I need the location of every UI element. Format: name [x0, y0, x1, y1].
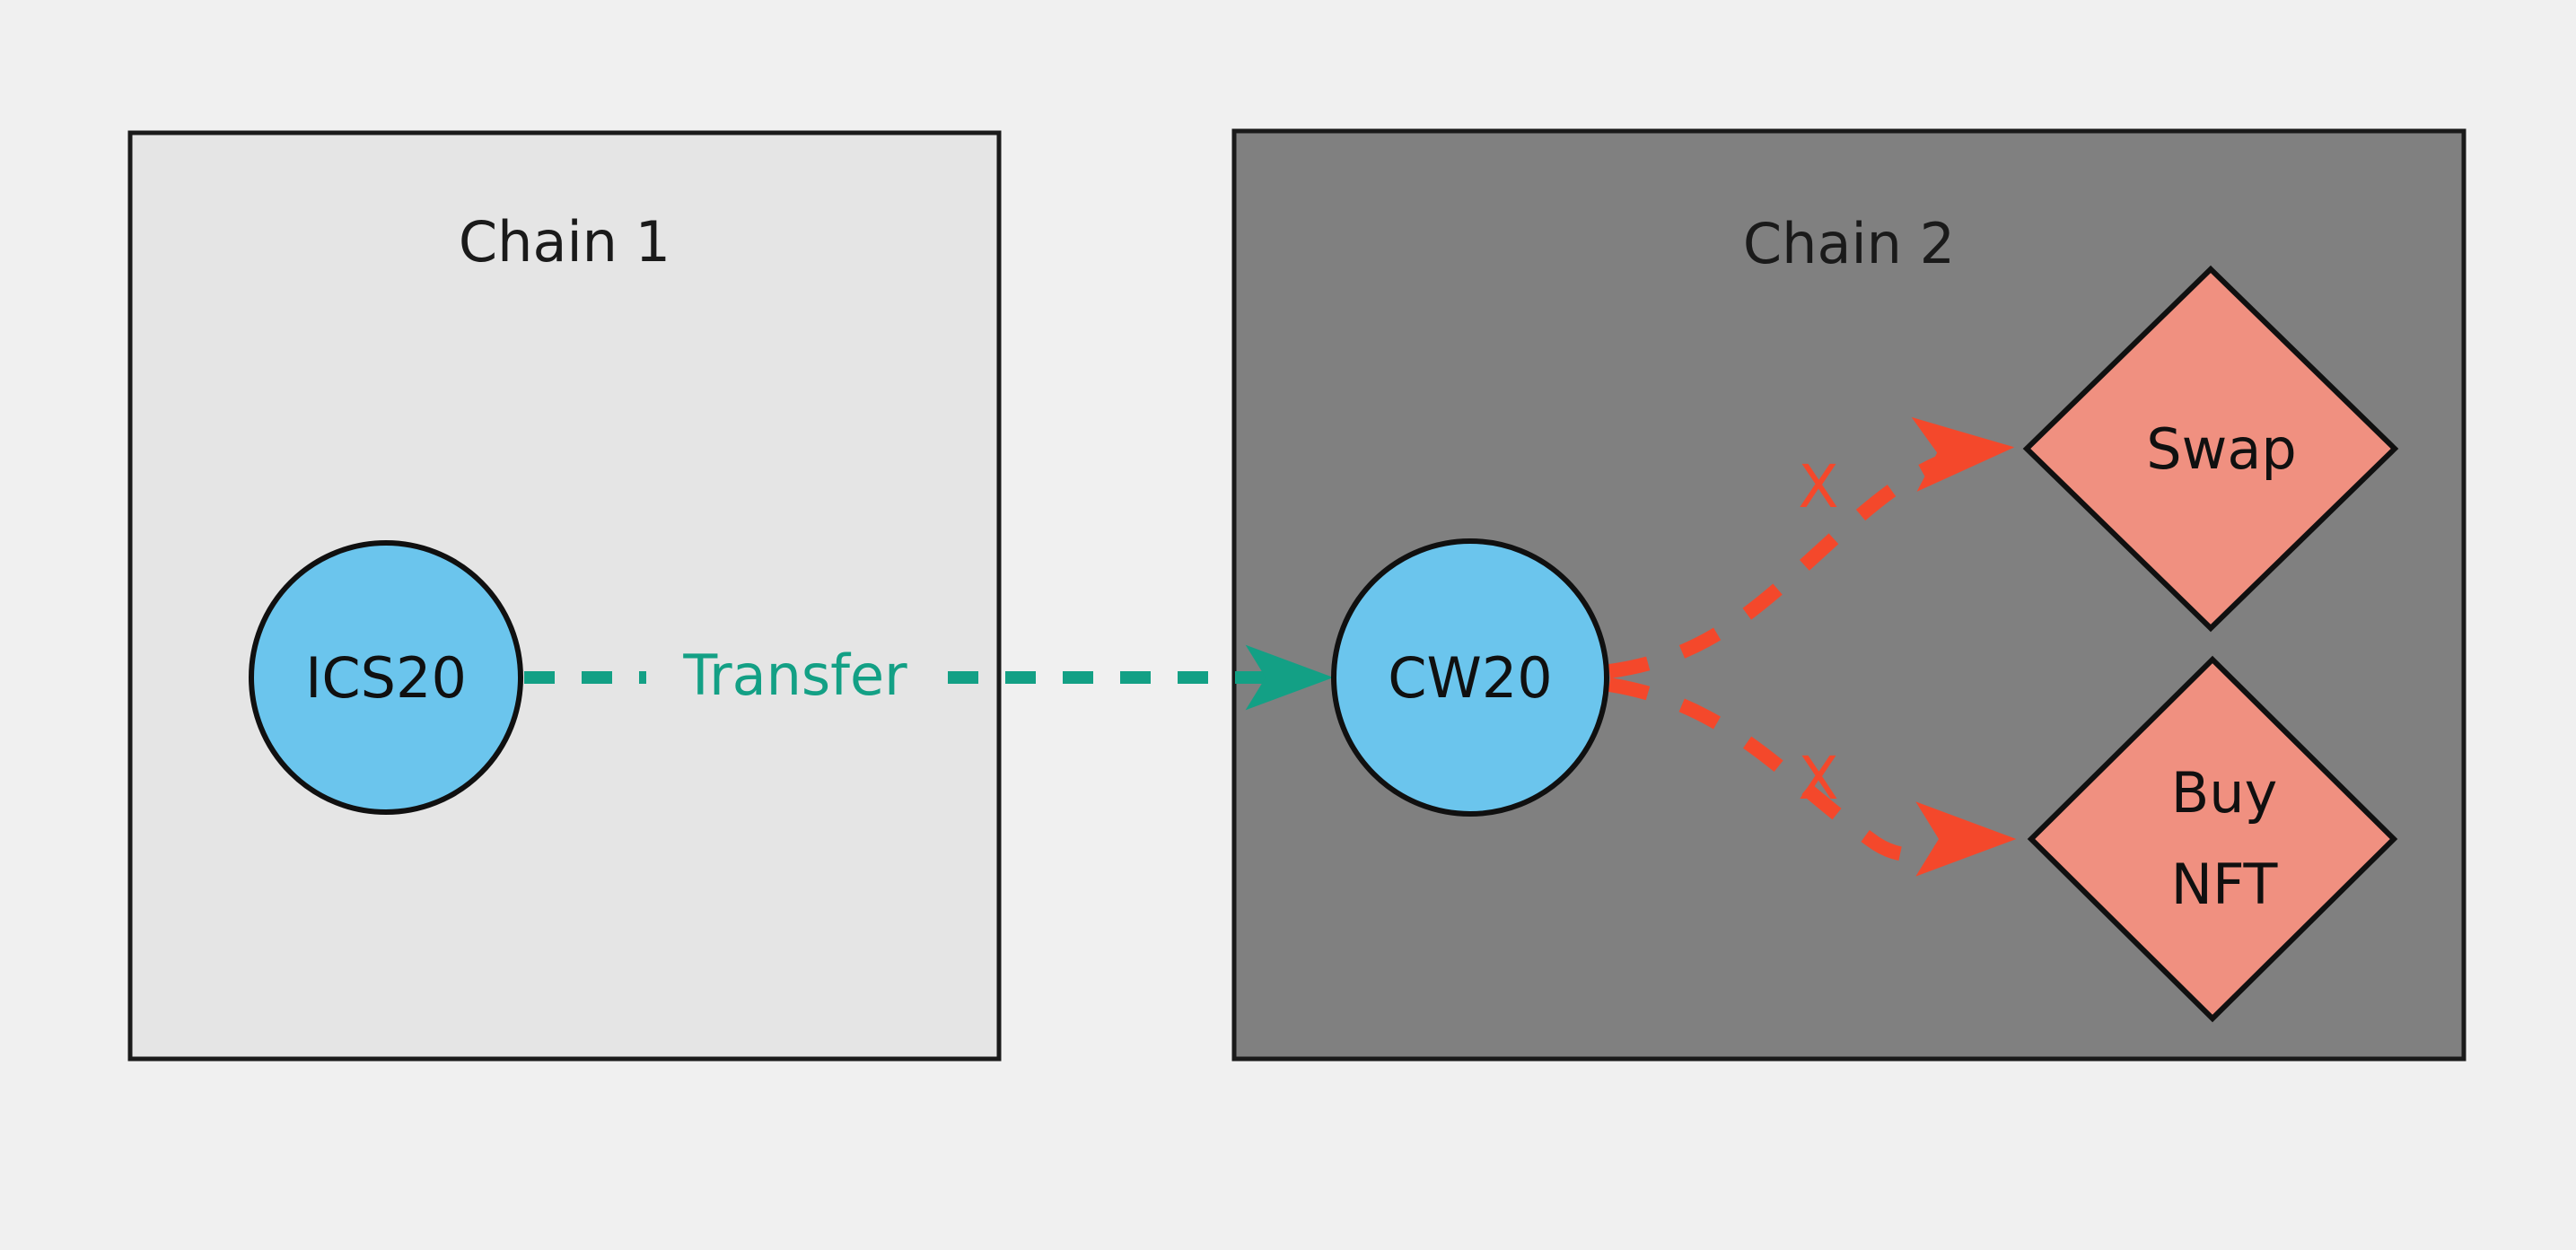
buy-nft-label-line2: NFT — [2171, 852, 2279, 917]
ics20-label: ICS20 — [305, 645, 467, 711]
cw20-swap-blocked-marker: X — [1798, 452, 1838, 521]
node-buy-nft[interactable]: Buy NFT — [2027, 655, 2398, 1023]
buy-nft-label-line1: Buy — [2171, 760, 2278, 826]
cw20-buynft-path — [1608, 677, 2017, 877]
chain2-title: Chain 2 — [1743, 211, 1955, 276]
chain1-box — [127, 130, 1002, 1062]
node-ics20[interactable]: ICS20 — [249, 540, 523, 815]
chain1-title: Chain 1 — [459, 209, 670, 275]
container-chain1[interactable]: Chain 1 — [127, 130, 1002, 1062]
edge-cw20-to-swap[interactable]: X — [1608, 416, 2015, 678]
cw20-swap-path — [1608, 416, 2015, 678]
node-swap[interactable]: Swap — [2022, 265, 2399, 633]
node-cw20[interactable]: CW20 — [1331, 538, 1609, 817]
ics20-circle — [249, 540, 523, 815]
swap-label: Swap — [2146, 416, 2296, 482]
edge-transfer[interactable]: Transfer — [524, 642, 1334, 711]
transfer-label: Transfer — [682, 642, 907, 708]
cw20-label: CW20 — [1388, 645, 1553, 711]
edge-cw20-to-buy-nft[interactable]: X — [1608, 677, 2017, 877]
cw20-buynft-blocked-marker: X — [1798, 744, 1838, 813]
cw20-circle — [1331, 538, 1609, 817]
buy-nft-diamond — [2027, 655, 2398, 1023]
swap-diamond — [2022, 265, 2399, 633]
